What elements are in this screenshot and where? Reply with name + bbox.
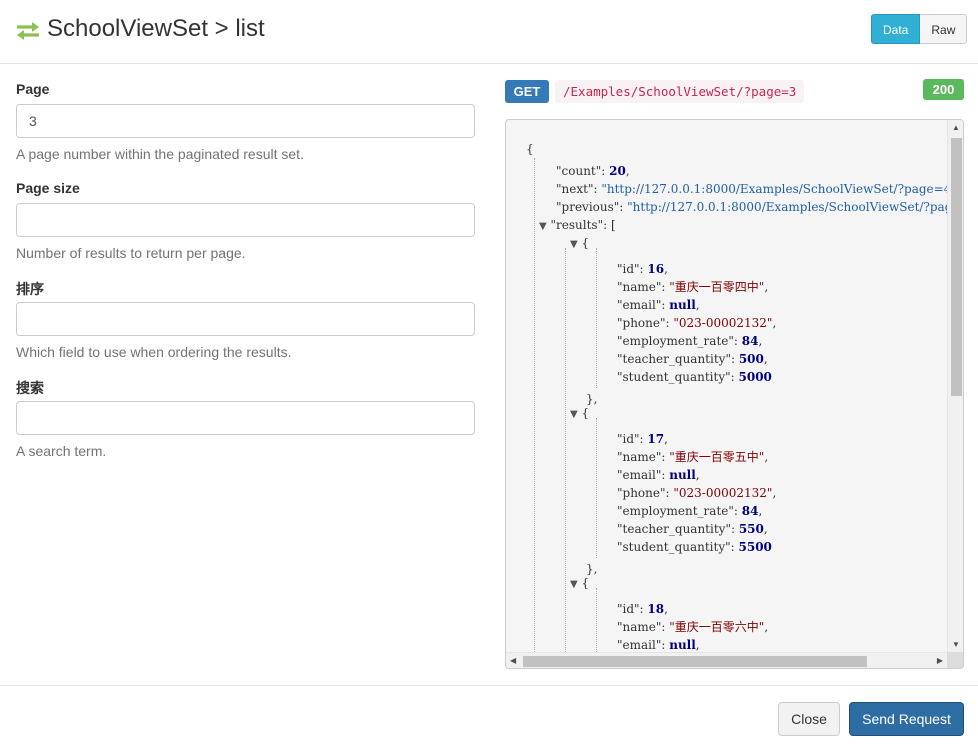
status-badge: 200 [923, 79, 964, 100]
collapse-triangle-icon[interactable]: ▼ [570, 239, 578, 250]
horizontal-scrollbar[interactable]: ◀ ▶ [506, 652, 947, 668]
json-phone-line: "phone": "023-00002132", [617, 316, 777, 330]
previous-link[interactable]: "http://127.0.0.1:8000/Examples/SchoolVi… [627, 200, 947, 214]
search-input[interactable] [16, 401, 475, 435]
json-count-line: "count": 20, [556, 164, 630, 178]
json-employment-rate-line: "employment_rate": 84, [617, 504, 763, 518]
json-student-quantity-line: "student_quantity": 5500 [617, 540, 772, 554]
ordering-input[interactable] [16, 302, 475, 336]
horizontal-scroll-thumb[interactable] [523, 656, 867, 667]
json-id-line: "id": 16, [617, 262, 668, 276]
request-url: /Examples/SchoolViewSet/?page=3 [555, 80, 805, 103]
json-open-brace: { [526, 142, 534, 156]
scroll-right-icon[interactable]: ▶ [936, 656, 943, 665]
page-input[interactable]: 3 [16, 104, 475, 138]
json-next-line: "next": "http://127.0.0.1:8000/Examples/… [556, 180, 947, 198]
json-email-line: "email": null, [617, 638, 700, 652]
ordering-help: Which field to use when ordering the res… [16, 344, 292, 360]
page-size-label: Page size [16, 180, 80, 196]
page-size-help: Number of results to return per page. [16, 245, 246, 261]
json-teacher-quantity-line: "teacher_quantity": 500, [617, 352, 768, 366]
json-object-open: ▼ { [570, 576, 590, 590]
page-label: Page [16, 81, 50, 97]
collapse-triangle-icon[interactable]: ▼ [570, 409, 578, 420]
json-student-quantity-line: "student_quantity": 5000 [617, 370, 772, 384]
json-phone-line: "phone": "023-00002132", [617, 486, 777, 500]
page-size-input[interactable] [16, 203, 475, 237]
scroll-up-icon[interactable]: ▲ [952, 123, 960, 132]
json-teacher-quantity-line: "teacher_quantity": 550, [617, 522, 768, 536]
json-email-line: "email": null, [617, 468, 700, 482]
next-link[interactable]: "http://127.0.0.1:8000/Examples/SchoolVi… [601, 182, 947, 196]
json-id-line: "id": 17, [617, 432, 668, 446]
json-results-line: ▼ "results": [ [539, 218, 616, 232]
raw-format-button[interactable]: Raw [920, 14, 968, 44]
scroll-down-icon[interactable]: ▼ [952, 640, 960, 649]
json-object-close: }, [586, 392, 598, 406]
json-previous-line: "previous": "http://127.0.0.1:8000/Examp… [556, 198, 947, 216]
data-format-button[interactable]: Data [871, 14, 921, 44]
modal-footer: Close Send Request [0, 685, 978, 748]
collapse-triangle-icon[interactable]: ▼ [570, 579, 578, 590]
close-button[interactable]: Close [778, 702, 840, 736]
search-help: A search term. [16, 443, 107, 459]
page-title: SchoolViewSet > list [47, 15, 265, 42]
response-panel: { "count": 20, "next": "http://127.0.0.1… [505, 119, 964, 669]
json-employment-rate-line: "employment_rate": 84, [617, 334, 763, 348]
json-object-open: ▼ { [570, 406, 590, 420]
json-name-line: "name": "重庆一百零四中", [617, 280, 769, 294]
scrollbar-corner [947, 652, 963, 668]
swap-arrows-icon [17, 22, 39, 40]
collapse-triangle-icon[interactable]: ▼ [539, 221, 547, 232]
json-object-open: ▼ { [570, 236, 590, 250]
modal-header: SchoolViewSet > list Data Raw [0, 0, 978, 64]
page-help: A page number within the paginated resul… [16, 146, 304, 162]
scroll-left-icon[interactable]: ◀ [510, 656, 517, 665]
vertical-scrollbar[interactable]: ▲ ▼ [947, 120, 963, 652]
json-name-line: "name": "重庆一百零五中", [617, 450, 769, 464]
vertical-scroll-thumb[interactable] [951, 138, 962, 396]
search-label: 搜索 [16, 380, 44, 396]
json-email-line: "email": null, [617, 298, 700, 312]
ordering-label: 排序 [16, 281, 44, 297]
method-badge: GET [505, 80, 549, 103]
send-request-button[interactable]: Send Request [849, 702, 964, 736]
json-name-line: "name": "重庆一百零六中", [617, 620, 769, 634]
format-toggle: Data Raw [871, 14, 968, 44]
json-viewer: { "count": 20, "next": "http://127.0.0.1… [506, 120, 947, 652]
json-id-line: "id": 18, [617, 602, 668, 616]
json-object-close: }, [586, 562, 598, 576]
